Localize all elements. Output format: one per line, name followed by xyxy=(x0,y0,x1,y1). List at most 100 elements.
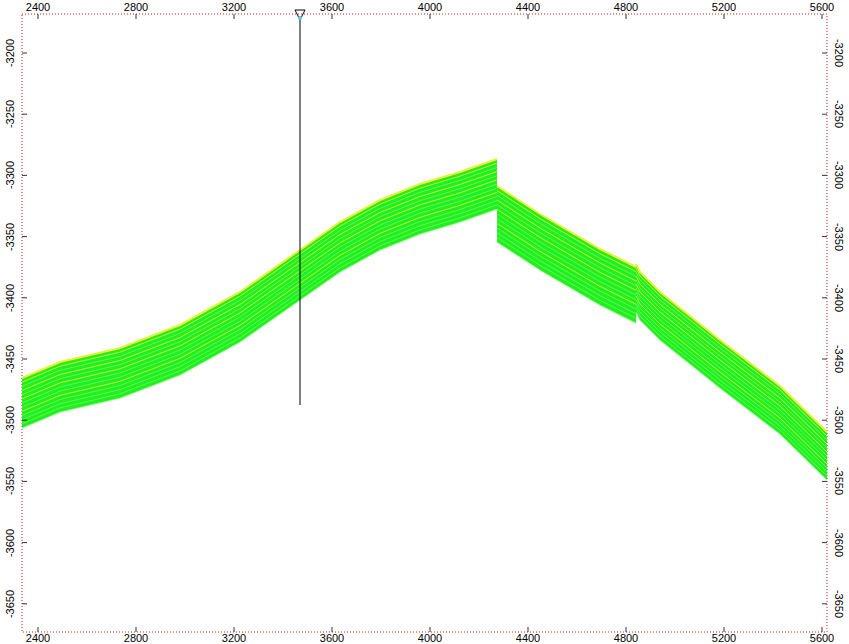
tick xyxy=(822,53,827,54)
horizon-line xyxy=(636,304,827,472)
horizon-bands xyxy=(22,159,827,480)
tick xyxy=(822,420,827,421)
horizon-line xyxy=(22,167,497,386)
tick xyxy=(822,627,823,632)
axis-label: -3650 xyxy=(5,590,16,618)
axis-label: -3500 xyxy=(833,406,844,434)
tick xyxy=(22,236,27,237)
axis-label: -3450 xyxy=(5,345,16,373)
axis-label: 3200 xyxy=(222,633,246,644)
tick xyxy=(822,297,827,298)
horizon-line xyxy=(22,192,497,411)
axis-label: 5200 xyxy=(712,633,736,644)
horizon-line xyxy=(636,280,827,448)
axis-label: -3600 xyxy=(833,529,844,557)
axis-label: -3550 xyxy=(5,467,16,495)
horizon-line xyxy=(22,209,497,428)
axis-label: 5600 xyxy=(810,2,834,13)
axis-label: -3250 xyxy=(833,100,844,128)
horizon-line xyxy=(22,172,497,391)
horizon-line xyxy=(636,264,827,432)
tick xyxy=(528,14,529,19)
horizon-line xyxy=(636,312,827,480)
horizon-line xyxy=(636,268,827,436)
horizon-line xyxy=(22,180,497,399)
horizon-line xyxy=(636,308,827,476)
tick xyxy=(332,14,333,19)
horizon-line xyxy=(22,176,497,395)
axis-label: 5600 xyxy=(810,633,834,644)
tick xyxy=(38,627,39,632)
axis-label: 3200 xyxy=(222,2,246,13)
horizon-line xyxy=(22,184,497,403)
tick xyxy=(528,627,529,632)
horizon-line xyxy=(22,159,497,378)
axis-label: 3600 xyxy=(320,633,344,644)
axis-label: 4800 xyxy=(614,633,638,644)
axis-label: 4400 xyxy=(516,633,540,644)
tick xyxy=(626,627,627,632)
horizon-band xyxy=(22,159,497,428)
horizon-line xyxy=(497,191,636,272)
axis-label: 2800 xyxy=(124,2,148,13)
tick xyxy=(332,627,333,632)
axis-ticks xyxy=(22,14,827,632)
tick xyxy=(724,14,725,19)
plot-frame xyxy=(22,14,827,632)
axis-label: -3200 xyxy=(833,39,844,67)
axis-label: -3500 xyxy=(5,406,16,434)
horizon-line xyxy=(497,214,636,295)
horizon-line xyxy=(497,242,636,323)
horizon-line xyxy=(497,219,636,300)
tick xyxy=(822,542,827,543)
tick xyxy=(430,14,431,19)
horizon-line xyxy=(636,276,827,444)
tick xyxy=(136,14,137,19)
horizon-line xyxy=(22,197,497,416)
tick xyxy=(822,114,827,115)
tick xyxy=(38,14,39,19)
tick xyxy=(822,175,827,176)
tick xyxy=(136,627,137,632)
axis-label: 2800 xyxy=(124,633,148,644)
tick xyxy=(22,114,27,115)
horizon-line xyxy=(497,200,636,281)
axis-label: 4000 xyxy=(418,2,442,13)
axis-label: -3650 xyxy=(833,590,844,618)
axis-label: -3550 xyxy=(833,467,844,495)
tick xyxy=(22,53,27,54)
tick xyxy=(626,14,627,19)
tick xyxy=(22,175,27,176)
horizon-line xyxy=(497,195,636,276)
horizon-line xyxy=(497,228,636,309)
horizon-line xyxy=(22,188,497,407)
horizon-line xyxy=(497,205,636,286)
horizon-line xyxy=(497,237,636,318)
axis-label: -3300 xyxy=(5,161,16,189)
axis-label: -3300 xyxy=(833,161,844,189)
axis-label: -3450 xyxy=(833,345,844,373)
horizon-line xyxy=(636,288,827,456)
well-head xyxy=(298,16,302,20)
axis-label: 4800 xyxy=(614,2,638,13)
axis-label: -3600 xyxy=(5,529,16,557)
tick xyxy=(22,420,27,421)
axis-label: -3200 xyxy=(5,39,16,67)
tick xyxy=(22,603,27,604)
tick xyxy=(430,627,431,632)
horizon-line xyxy=(22,201,497,420)
horizon-line xyxy=(22,163,497,382)
tick xyxy=(822,481,827,482)
axis-label: 5200 xyxy=(712,2,736,13)
horizon-line xyxy=(497,209,636,290)
axis-label: -3400 xyxy=(833,284,844,312)
tick xyxy=(234,627,235,632)
horizon-band xyxy=(497,186,636,323)
horizon-line xyxy=(636,300,827,468)
well-marker xyxy=(295,10,305,20)
horizon-line xyxy=(497,233,636,314)
tick xyxy=(724,627,725,632)
tick xyxy=(22,481,27,482)
horizon-line xyxy=(636,296,827,464)
axis-label: -3400 xyxy=(5,284,16,312)
